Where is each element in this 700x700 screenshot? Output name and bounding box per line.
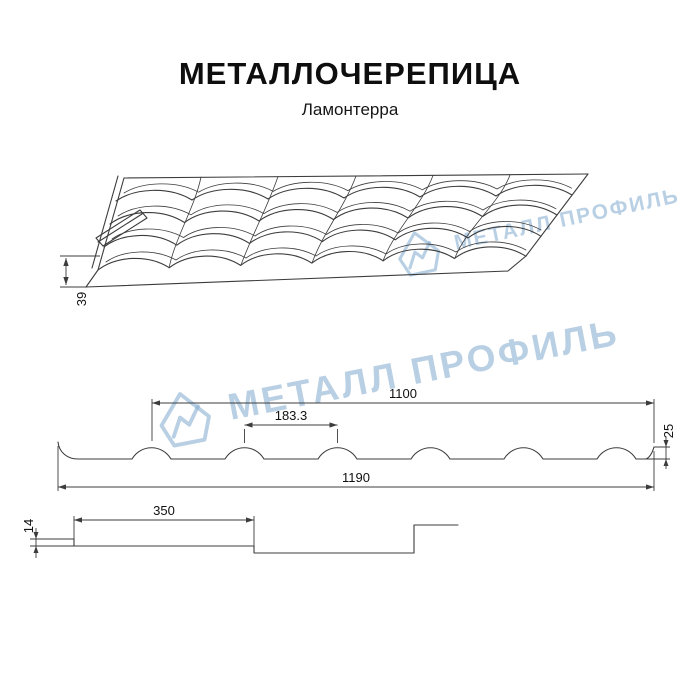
tile-row (103, 225, 542, 248)
dimension-183: 183.3 (244, 408, 338, 443)
dim-39-label: 39 (74, 292, 89, 306)
tile-column-line (311, 175, 357, 264)
metall-profil-logo-icon (398, 231, 441, 277)
dim-183-label: 183.3 (275, 408, 308, 423)
page-subtitle: Ламонтерра (301, 100, 399, 119)
dimension-350: 350 (73, 503, 255, 550)
left-rake-edge (91, 175, 125, 271)
perspective-view-drawing: 39 (60, 173, 589, 306)
tile-row-curve (117, 199, 557, 217)
dimension-39: 39 (60, 255, 100, 306)
page-title: МЕТАЛЛОЧЕРЕПИЦА (178, 56, 522, 91)
roof-tiles-outline (85, 173, 589, 288)
tile-row-curve (105, 241, 527, 263)
profile-curve (57, 441, 655, 460)
dimension-1100: 1100 (151, 386, 655, 443)
tile-column-line (168, 176, 202, 269)
dim-350-label: 350 (153, 503, 175, 518)
dim-25-label: 25 (661, 424, 676, 438)
metall-profil-logo-icon (159, 392, 211, 448)
dim-1190-label: 1190 (342, 470, 370, 485)
dimension-14: 14 (21, 519, 74, 558)
tile-column-line (382, 175, 434, 262)
step-profile-line (45, 524, 459, 554)
tile-row (115, 184, 573, 202)
dimension-1190: 1190 (57, 446, 655, 491)
dim-1100-label: 1100 (389, 386, 417, 401)
cross-section-drawing: 1100 183.3 1190 25 (57, 386, 676, 491)
tile-column-line (454, 174, 511, 259)
watermark-upper: МЕТАЛЛ ПРОФИЛЬ (386, 170, 685, 284)
tile-row-curve (111, 221, 542, 240)
dimension-25: 25 (646, 424, 676, 469)
watermark-center: МЕТАЛЛ ПРОФИЛЬ (146, 300, 625, 456)
eave-edge (85, 255, 527, 288)
tile-column-line (240, 176, 279, 266)
tile-row-curve (123, 179, 572, 194)
step-profile-drawing: 350 14 (21, 503, 459, 558)
tile-row (97, 246, 527, 271)
dim-14-label: 14 (21, 519, 36, 533)
starting-strip (95, 209, 148, 247)
